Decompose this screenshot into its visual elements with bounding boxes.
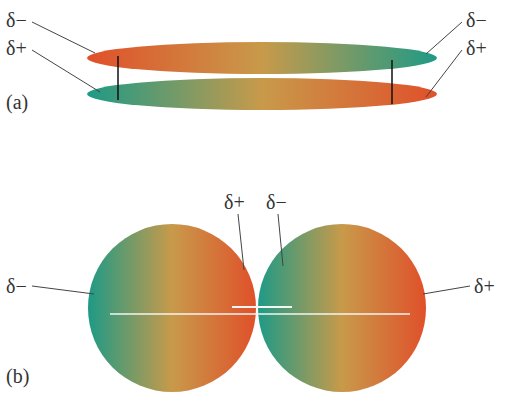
charge-label: δ− xyxy=(266,190,287,214)
leader-line xyxy=(426,50,462,97)
charge-label: δ+ xyxy=(474,274,495,298)
leader-line xyxy=(32,50,100,92)
leader-line xyxy=(32,286,94,294)
molecule-bottom xyxy=(87,78,437,110)
leader-line xyxy=(278,214,283,266)
molecule-left xyxy=(88,224,256,392)
charge-label: δ+ xyxy=(6,36,27,60)
charge-label: δ− xyxy=(6,274,27,298)
leader-line xyxy=(426,22,462,54)
leader-line xyxy=(32,22,95,53)
panel-label: (b) xyxy=(6,364,29,388)
panel-label: (a) xyxy=(6,90,28,114)
charge-label: δ− xyxy=(6,8,27,32)
charge-label: δ− xyxy=(466,8,487,32)
leader-line xyxy=(238,214,244,270)
molecule-top xyxy=(87,42,437,74)
attraction-line xyxy=(232,306,292,308)
attraction-line xyxy=(117,56,119,100)
charge-label: δ+ xyxy=(224,190,245,214)
attraction-line xyxy=(391,60,393,104)
charge-label: δ+ xyxy=(466,36,487,60)
leader-line xyxy=(423,286,470,294)
axis-line xyxy=(110,313,410,315)
